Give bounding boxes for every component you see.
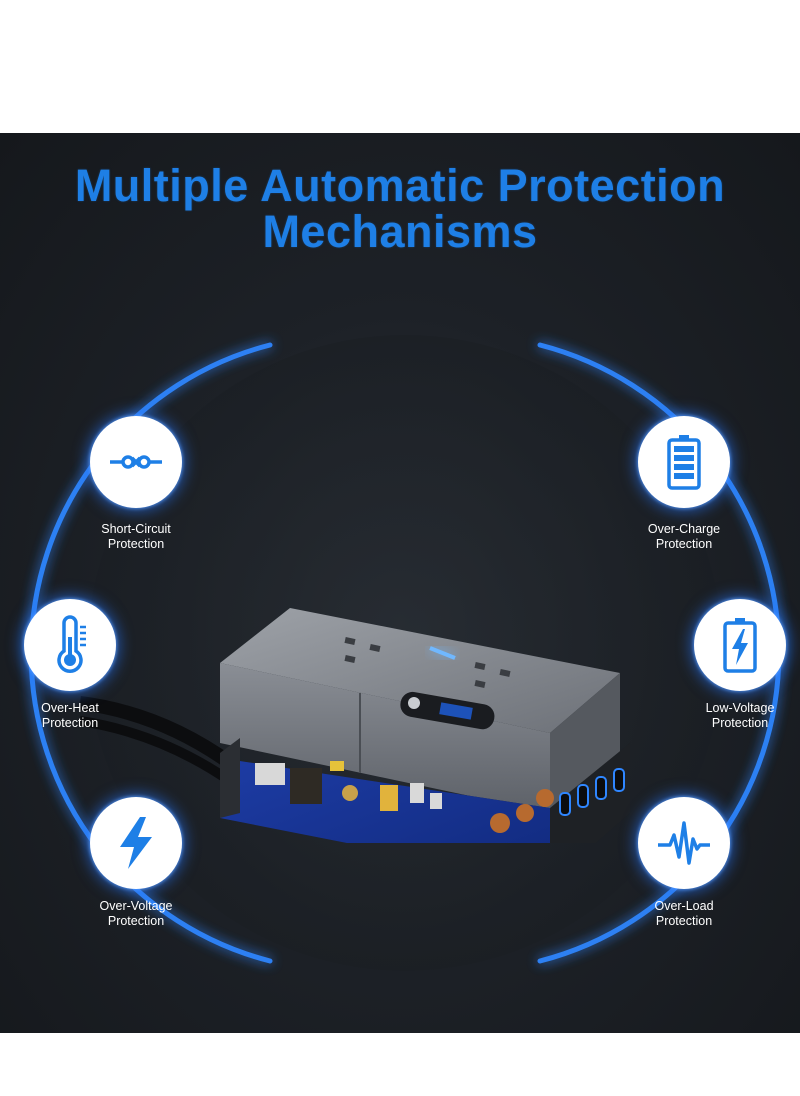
over-voltage-lightning-icon bbox=[90, 797, 182, 889]
low-voltage-label: Low-Voltage bbox=[705, 701, 775, 715]
over-charge-label: Over-Charge bbox=[647, 522, 721, 536]
over-charge-sublabel: Protection bbox=[655, 537, 713, 551]
over-load-waveform-icon bbox=[638, 797, 730, 889]
short-circuit-sublabel: Protection bbox=[107, 537, 165, 551]
over-charge-battery-icon bbox=[638, 416, 730, 508]
over-voltage-caption: Over-Voltage Protection bbox=[56, 899, 216, 929]
title-line-1: Multiple Automatic Protection bbox=[74, 160, 726, 211]
over-charge-caption: Over-Charge Protection bbox=[604, 522, 764, 552]
short-circuit-label: Short-Circuit bbox=[101, 522, 171, 536]
over-heat-thermometer-icon bbox=[24, 599, 116, 691]
over-load-caption: Over-Load Protection bbox=[604, 899, 764, 929]
title-line-2: Mechanisms bbox=[262, 206, 538, 257]
over-voltage-label: Over-Voltage bbox=[99, 899, 173, 913]
over-heat-sublabel: Protection bbox=[41, 716, 99, 730]
low-voltage-caption: Low-Voltage Protection bbox=[660, 701, 800, 731]
short-circuit-icon bbox=[90, 416, 182, 508]
low-voltage-battery-icon bbox=[694, 599, 786, 691]
over-load-sublabel: Protection bbox=[655, 914, 713, 928]
over-voltage-sublabel: Protection bbox=[107, 914, 165, 928]
inverter-device-image bbox=[80, 608, 630, 843]
low-voltage-sublabel: Protection bbox=[711, 716, 769, 730]
short-circuit-caption: Short-Circuit Protection bbox=[56, 522, 216, 552]
page-title: Multiple Automatic Protection Mechanisms bbox=[0, 163, 800, 255]
over-heat-caption: Over-Heat Protection bbox=[0, 701, 150, 731]
dark-panel: Multiple Automatic Protection Mechanisms bbox=[0, 133, 800, 1033]
over-load-label: Over-Load bbox=[654, 899, 714, 913]
over-heat-label: Over-Heat bbox=[41, 701, 99, 715]
